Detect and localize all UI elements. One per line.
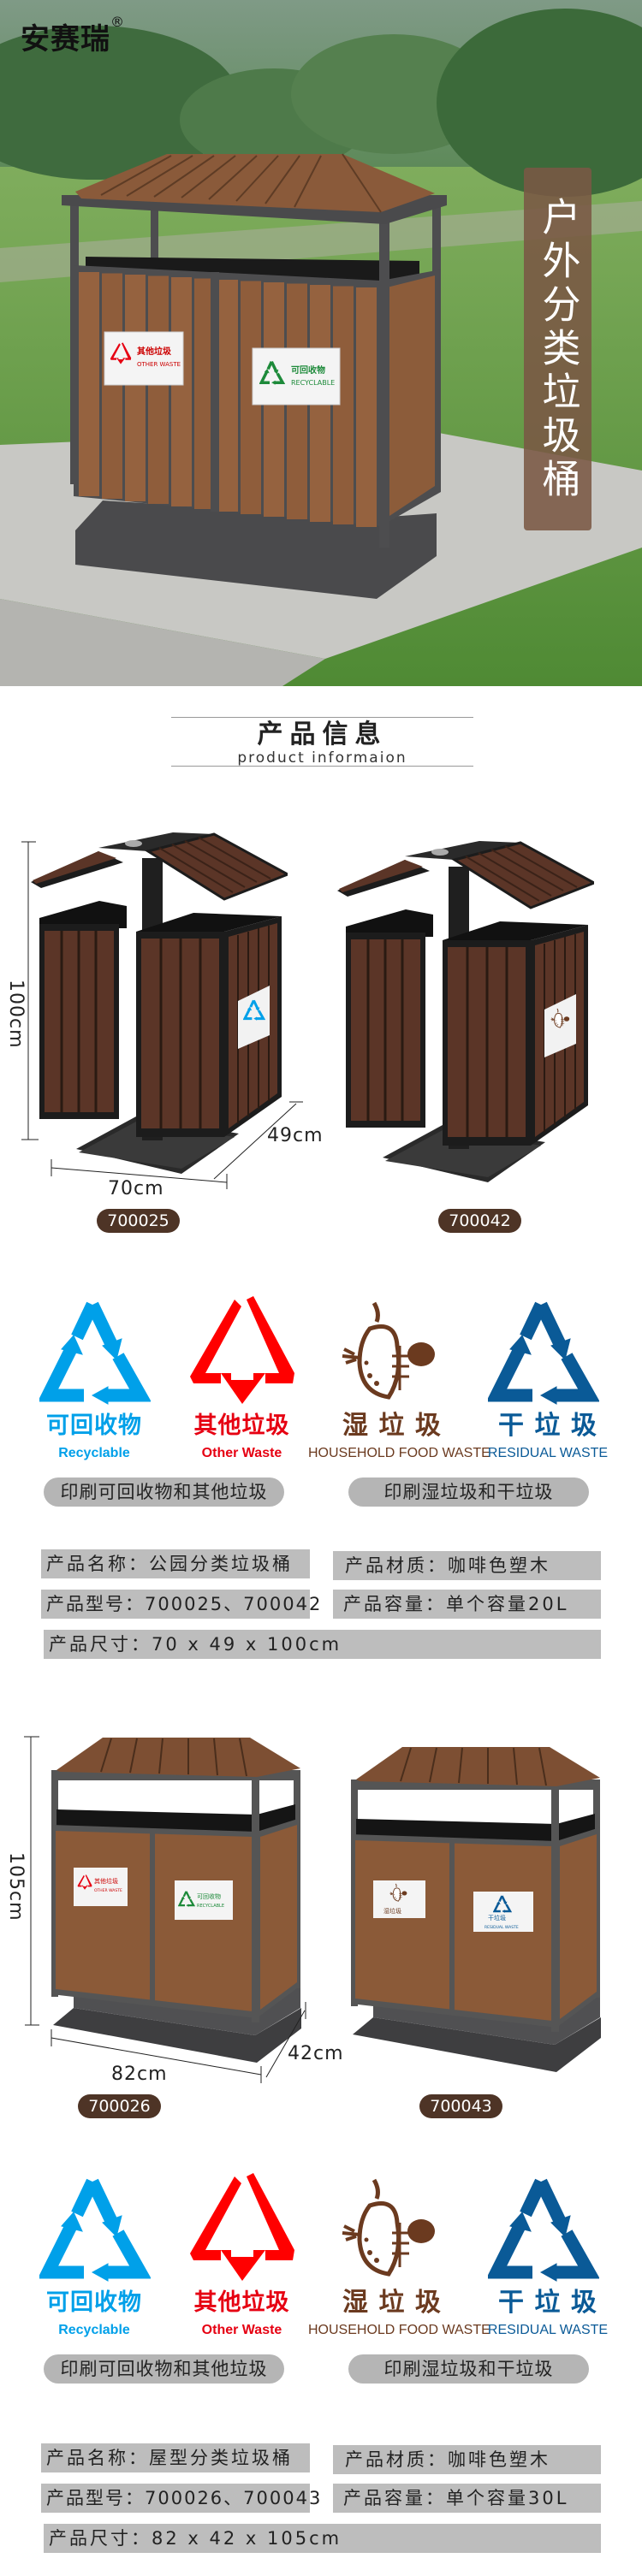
wood-slat xyxy=(333,286,354,524)
brand-logo: 安赛瑞® xyxy=(21,14,125,57)
sign-text-en: RECYCLABLE xyxy=(291,379,335,387)
other-waste-icon xyxy=(190,2173,294,2281)
sign-other-waste: 其他垃圾 OTHER WASTE xyxy=(74,1868,128,1906)
food-waste-icon xyxy=(336,2171,447,2283)
spec-material: 产品材质：咖啡色塑木 xyxy=(333,2445,601,2474)
tree xyxy=(437,9,642,197)
category-legend: 可回收物 Recyclable 其他垃圾 Other Waste 湿 垃 圾 H… xyxy=(0,1294,642,1671)
sign-text: 可回收物 xyxy=(197,1892,221,1900)
hero-title: 户外分类垃圾桶 xyxy=(524,168,591,530)
recycle-icon xyxy=(39,2171,151,2283)
dimension-lines xyxy=(21,841,303,1189)
label-other-waste: 其他垃圾 xyxy=(193,2289,290,2316)
sign-text: 其他垃圾 xyxy=(94,1877,118,1885)
label-food-waste-en: HOUSEHOLD FOOD WASTE xyxy=(308,1446,490,1460)
sign-text: 湿垃圾 xyxy=(383,1907,401,1915)
sign-text: 可回收物 xyxy=(291,364,325,376)
label-residual-waste: 干 垃 圾 xyxy=(498,2288,597,2318)
sign-recyclable: 可回收物 RECYCLABLE xyxy=(252,347,341,406)
wood-slat xyxy=(102,273,122,499)
width-dimension: 70cm xyxy=(108,1178,164,1199)
model-badge: 700026 xyxy=(78,2094,161,2118)
product-image-700026: 其他垃圾 OTHER WASTE 可回收物 RECYCLABLE xyxy=(51,1737,302,2064)
wood-slat xyxy=(356,287,377,527)
spec-material: 产品材质：咖啡色塑木 xyxy=(333,1551,601,1580)
sign-text: 干垃圾 xyxy=(488,1914,506,1922)
sign-recyclable: 可回收物 RECYCLABLE xyxy=(175,1880,233,1920)
label-residual-waste: 干 垃 圾 xyxy=(498,1411,597,1441)
recycle-icon xyxy=(39,1294,151,1406)
model-badge: 700025 xyxy=(97,1209,180,1233)
dimension-lines xyxy=(24,1736,306,2083)
spec-name: 产品名称：公园分类垃圾桶 xyxy=(41,1549,310,1578)
product-image-700025 xyxy=(31,832,288,1175)
print-option-pill: 印刷湿垃圾和干垃圾 xyxy=(348,1477,589,1507)
depth-dimension: 42cm xyxy=(288,2043,344,2064)
print-option-pill: 印刷湿垃圾和干垃圾 xyxy=(348,2354,589,2384)
registered-mark: ® xyxy=(110,14,125,30)
height-dimension: 100cm xyxy=(5,980,27,1049)
spec-capacity: 产品容量：单个容量20L xyxy=(333,1590,601,1619)
label-residual-waste-en: RESIDUAL WASTE xyxy=(487,2323,609,2337)
print-option-pill: 印刷可回收物和其他垃圾 xyxy=(44,1477,284,1507)
sign-text-en: OTHER WASTE xyxy=(94,1888,122,1893)
label-recyclable: 可回收物 xyxy=(46,1412,142,1439)
wood-slat xyxy=(148,275,169,504)
label-recyclable-en: Recyclable xyxy=(58,2323,130,2337)
sign-text-en: OTHER WASTE xyxy=(137,361,181,368)
section-title: 产品信息 xyxy=(257,720,388,749)
spec-size: 产品尺寸：82 x 42 x 105cm xyxy=(44,2524,601,2553)
label-food-waste: 湿 垃 圾 xyxy=(342,1411,442,1441)
wood-slat xyxy=(79,272,99,496)
product-image-700043: 湿垃圾 干垃圾 RESIDUAL WASTE xyxy=(351,1746,602,2073)
hero-scene: 其他垃圾 OTHER WASTE 可回收物 RECYCLABLE xyxy=(0,0,642,686)
hero-bin: 其他垃圾 OTHER WASTE 可回收物 RECYCLABLE xyxy=(62,153,447,599)
sign-food-waste: 湿垃圾 xyxy=(373,1880,425,1918)
section-header: 产品信息 product informaion xyxy=(171,717,473,767)
spec-capacity: 产品容量：单个容量30L xyxy=(333,2484,601,2513)
wood-slat xyxy=(125,275,146,501)
sign-other-waste: 其他垃圾 OTHER WASTE xyxy=(104,331,184,386)
hero-banner: 其他垃圾 OTHER WASTE 可回收物 RECYCLABLE 安赛瑞® 户外… xyxy=(0,0,642,686)
food-waste-icon xyxy=(336,1294,447,1406)
height-dimension: 105cm xyxy=(5,1852,27,1922)
label-recyclable: 可回收物 xyxy=(46,2289,142,2316)
sign-text-en: RECYCLABLE xyxy=(197,1904,224,1909)
print-option-pill: 印刷可回收物和其他垃圾 xyxy=(44,2354,284,2384)
spec-name: 产品名称：屋型分类垃圾桶 xyxy=(41,2443,310,2472)
spec-model: 产品型号：700026、700043 xyxy=(41,2484,320,2513)
product-image-700042 xyxy=(337,841,594,1183)
depth-dimension: 49cm xyxy=(267,1125,324,1146)
label-other-waste: 其他垃圾 xyxy=(193,1412,290,1439)
section-subtitle: product informaion xyxy=(237,749,407,767)
label-other-waste-en: Other Waste xyxy=(201,1446,282,1460)
wood-slat xyxy=(171,277,192,506)
other-waste-icon xyxy=(190,1296,294,1404)
sign-text: 其他垃圾 xyxy=(137,346,172,357)
tree xyxy=(0,26,240,180)
label-food-waste: 湿 垃 圾 xyxy=(342,2288,442,2318)
brand-name: 安赛瑞 xyxy=(21,22,110,56)
width-dimension: 82cm xyxy=(111,2064,168,2085)
residual-waste-icon xyxy=(488,2171,599,2283)
sign-recyclable xyxy=(238,986,270,1049)
label-food-waste-en: HOUSEHOLD FOOD WASTE xyxy=(308,2323,490,2337)
spec-size: 产品尺寸：70 x 49 x 100cm xyxy=(44,1630,601,1659)
sign-residual-waste: 干垃圾 RESIDUAL WASTE xyxy=(473,1892,533,1932)
category-legend: 可回收物 Recyclable 其他垃圾 Other Waste 湿 垃 圾 H… xyxy=(0,2171,642,2553)
label-other-waste-en: Other Waste xyxy=(201,2323,282,2337)
label-residual-waste-en: RESIDUAL WASTE xyxy=(487,1446,609,1460)
model-badge: 700042 xyxy=(438,1209,521,1233)
model-badge: 700043 xyxy=(419,2094,502,2118)
sign-text-en: RESIDUAL WASTE xyxy=(484,1925,519,1930)
residual-waste-icon xyxy=(488,1294,599,1406)
label-recyclable-en: Recyclable xyxy=(58,1446,130,1460)
wood-slat xyxy=(217,280,238,512)
spec-model: 产品型号：700025、700042 xyxy=(41,1590,320,1619)
